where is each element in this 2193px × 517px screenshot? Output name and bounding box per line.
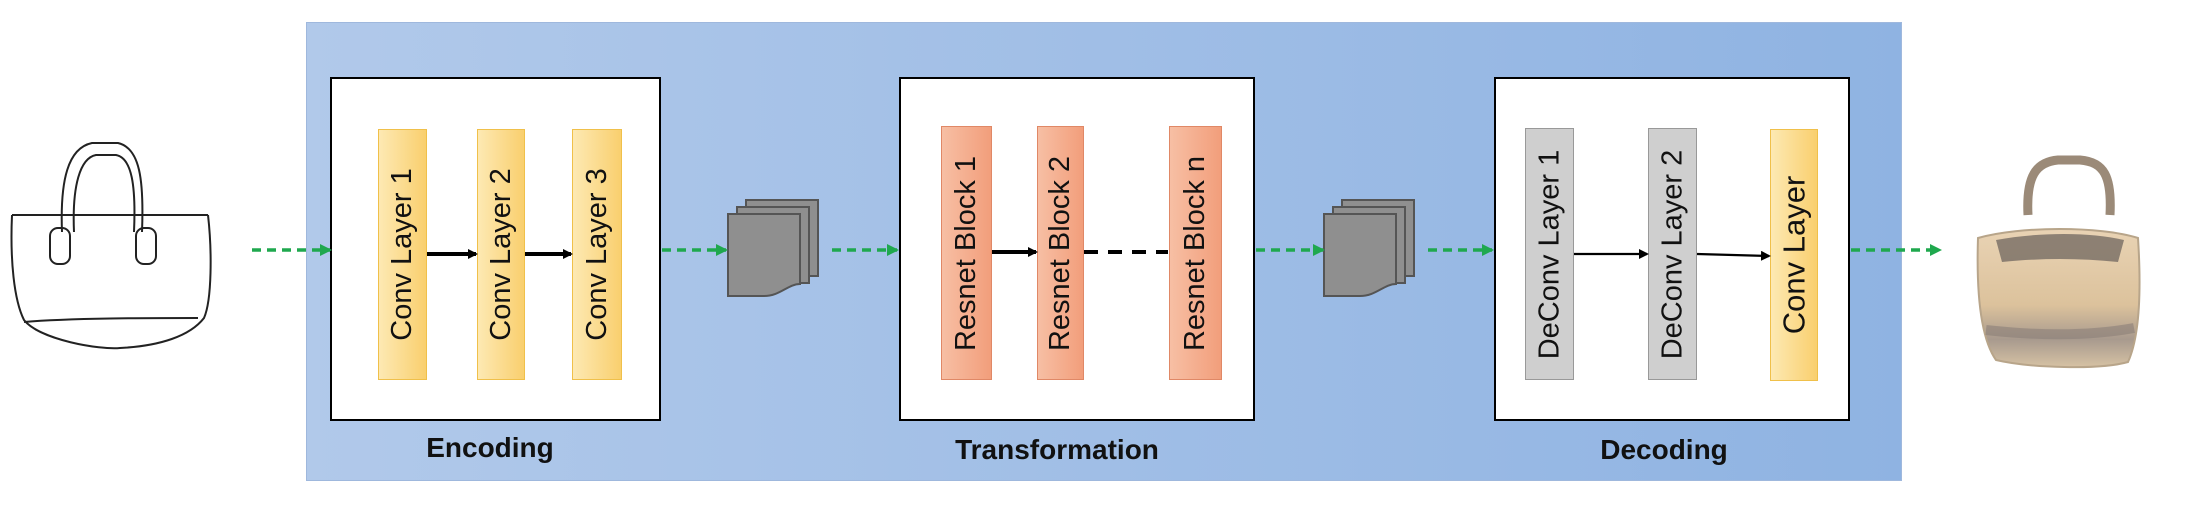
- conv-layer-1: Conv Layer 1: [378, 129, 427, 380]
- sketch-handbag-icon: [10, 142, 212, 350]
- deconv-layer-1: DeConv Layer 1: [1525, 128, 1574, 380]
- decoding-conv-layer: Conv Layer: [1770, 129, 1818, 381]
- deconv-layer-2: DeConv Layer 2: [1648, 128, 1697, 380]
- feature-map-stack-icon: [727, 199, 1415, 297]
- resnet-block-n: Resnet Block n: [1169, 126, 1222, 380]
- transformation-label: Transformation: [955, 434, 1159, 465]
- decoding-label: Decoding: [1600, 434, 1728, 465]
- generated-handbag-image: [1976, 155, 2141, 369]
- encoding-label: Encoding: [426, 432, 554, 463]
- resnet-block-1: Resnet Block 1: [941, 126, 992, 380]
- internal-arrows: [427, 247, 1771, 261]
- conv-layer-2: Conv Layer 2: [477, 129, 525, 380]
